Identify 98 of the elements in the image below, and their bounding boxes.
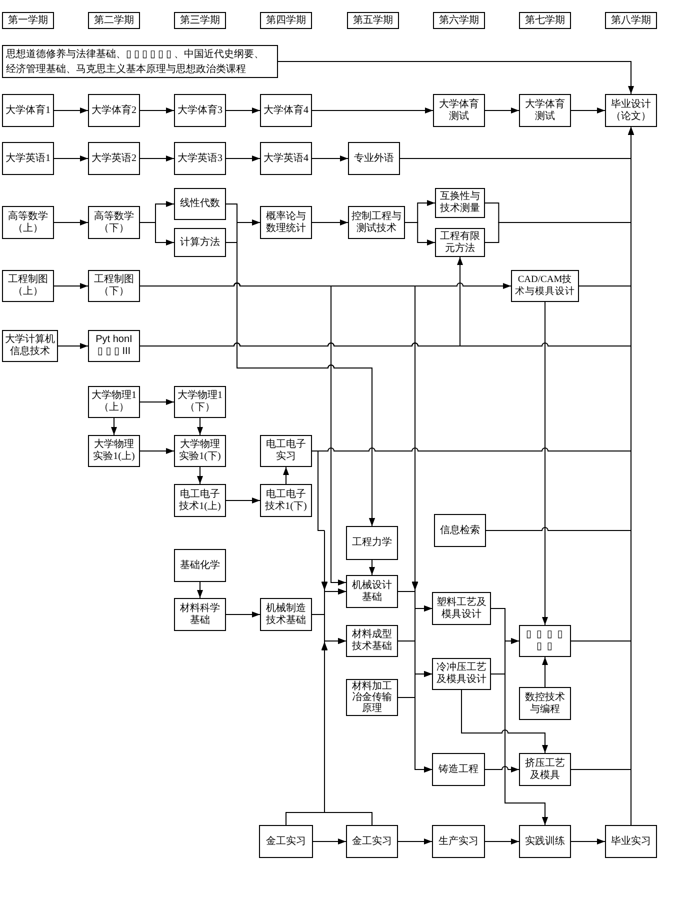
course-box: 大学英语4 <box>260 142 312 175</box>
arrow <box>140 399 174 405</box>
arrow <box>226 612 260 618</box>
course-box: 大学物理1（上） <box>88 386 140 418</box>
course-box: 毕业实习 <box>605 825 657 858</box>
semester-box: 第一学期 <box>2 12 54 29</box>
arrow <box>278 61 634 94</box>
course-box: 大学体育3 <box>174 94 226 127</box>
course-box: 计算方法 <box>174 228 226 257</box>
arrow <box>484 766 520 772</box>
course-box: 大学英语2 <box>88 142 140 175</box>
arrow <box>140 156 174 162</box>
arrow <box>54 108 88 114</box>
course-box: 高等数学（下） <box>88 206 140 239</box>
arrow <box>570 108 606 114</box>
course-group-box: 思想道德修养与法律基础、▯ ▯ ▯ ▯ ▯ ▯ 、中国近代史纲要、经济管理基础、马克思主义基本原理与思想政治类课程 <box>2 45 278 78</box>
course-box: Pyt honI ▯ ▯ ▯ III <box>88 330 140 362</box>
course-box: 大学物理实验1(下) <box>174 435 226 467</box>
course-box: 电工电子技术1(上) <box>174 484 226 517</box>
arrow <box>54 283 88 289</box>
semester-box: 第七学期 <box>519 12 571 29</box>
course-box: 高等数学（上） <box>2 206 54 239</box>
course-box: 大学英语3 <box>174 142 226 175</box>
course-box: 大学物理实验1(上) <box>88 435 140 467</box>
course-box: CAD/CAM技术与模具设计 <box>511 270 579 302</box>
course-box: 挤压工艺及模具 <box>519 753 571 786</box>
course-box: 工程力学 <box>346 526 398 560</box>
arrow <box>542 302 548 626</box>
course-box: 实践训练 <box>519 825 571 858</box>
course-box: 电工电子实习 <box>260 435 312 467</box>
course-box: 铸造工程 <box>432 753 485 786</box>
arrow <box>404 222 436 246</box>
course-box: 基础化学 <box>174 549 226 582</box>
arrow <box>398 697 432 772</box>
course-box: 机械制造技术基础 <box>260 598 312 631</box>
arrow <box>140 448 174 454</box>
arrow <box>542 656 548 688</box>
arrow <box>226 108 260 114</box>
arrow <box>226 498 260 504</box>
arrow <box>312 838 346 844</box>
course-box: 生产实习 <box>432 825 485 858</box>
semester-box: 第三学期 <box>174 12 226 29</box>
course-box: 控制工程与测试技术 <box>348 206 405 239</box>
arrow <box>58 343 88 349</box>
course-box: 电工电子技术1(下) <box>260 484 312 517</box>
course-box: 概率论与数理统计 <box>260 206 312 239</box>
course-box: 大学物理1（下） <box>174 386 226 418</box>
arrow <box>628 126 634 826</box>
course-box: 工程有限元方法 <box>435 228 485 257</box>
course-box: 大学体育2 <box>88 94 140 127</box>
semester-box: 第二学期 <box>88 12 140 29</box>
arrow <box>398 838 432 844</box>
semester-box: 第五学期 <box>347 12 399 29</box>
course-box: 工程制图（上） <box>2 270 54 302</box>
course-box: 材料加工冶金传输原理 <box>346 679 398 716</box>
arrow <box>312 220 348 226</box>
course-box: 材料科学基础 <box>174 598 226 631</box>
arrow <box>197 466 203 484</box>
arrow <box>490 674 548 826</box>
arrow <box>226 156 260 162</box>
course-box: 材料成型技术基础 <box>346 625 398 657</box>
course-box: ▯ ▯ ▯ ▯ ▯ ▯ <box>519 625 571 657</box>
course-box: 大学体育测试 <box>433 94 485 127</box>
arrow <box>570 838 606 844</box>
arrow <box>140 108 174 114</box>
course-box: 互换性与技术测量 <box>435 188 485 218</box>
course-box: 大学体育1 <box>2 94 54 127</box>
semester-box: 第四学期 <box>260 12 312 29</box>
course-box: 信息检索 <box>434 514 486 547</box>
course-box: 大学体育4 <box>260 94 312 127</box>
course-box: 塑料工艺及模具设计 <box>432 592 491 625</box>
arrow <box>197 418 203 436</box>
course-box: 线性代数 <box>174 188 226 220</box>
arrow <box>283 466 289 484</box>
semester-box: 第六学期 <box>433 12 485 29</box>
course-box: 大学计算机信息技术 <box>2 330 58 362</box>
arrow <box>461 690 548 754</box>
arrow <box>197 582 203 598</box>
arrow <box>312 108 434 114</box>
arrow <box>369 560 375 576</box>
arrow <box>312 156 348 162</box>
arrow <box>111 418 117 436</box>
arrow <box>54 220 88 226</box>
course-box: 机械设计基础 <box>346 575 398 608</box>
course-box: 冷冲压工艺及模具设计 <box>432 658 491 690</box>
course-box: 大学英语1 <box>2 142 54 175</box>
course-box: 毕业设计（论文） <box>605 94 657 127</box>
course-box: 金工实习 <box>259 825 313 858</box>
course-box: 工程制图（下） <box>88 270 140 302</box>
course-box: 金工实习 <box>346 825 398 858</box>
arrow <box>484 108 520 114</box>
arrow <box>54 156 88 162</box>
course-box: 大学体育测试 <box>519 94 571 127</box>
arrow <box>140 222 174 246</box>
course-box: 专业外语 <box>348 142 400 175</box>
arrow <box>484 838 520 844</box>
course-box: 数控技术与编程 <box>519 687 571 720</box>
semester-box: 第八学期 <box>605 12 657 29</box>
